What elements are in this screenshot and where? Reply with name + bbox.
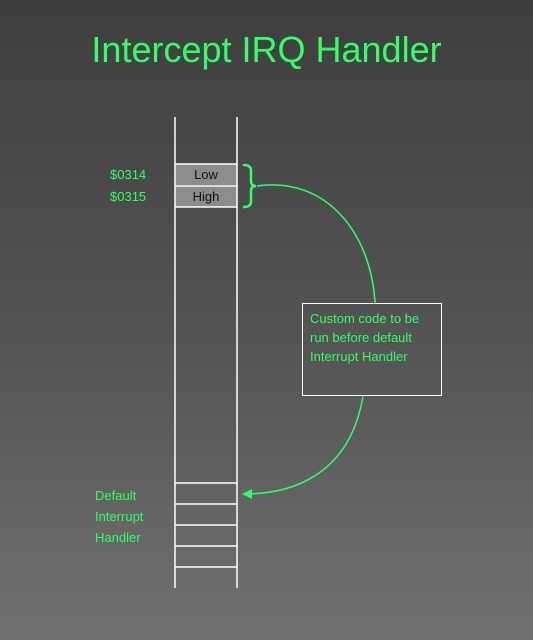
default-handler-label: Default Interrupt Handler — [95, 488, 144, 545]
page-title: Intercept IRQ Handler — [91, 29, 442, 70]
cell-low-label: Low — [194, 167, 218, 182]
memory-cell-low — [175, 164, 237, 185]
custom-code-box: Custom code to be run before default Int… — [302, 303, 442, 396]
address-low-label: $0314 — [110, 167, 147, 182]
vector-brace — [242, 163, 257, 209]
cell-high-label: High — [192, 189, 220, 204]
redirect-arrow — [256, 184, 376, 305]
return-arrow — [242, 395, 364, 499]
address-high-label: $0315 — [110, 189, 147, 204]
memory-cell-high — [175, 186, 237, 207]
